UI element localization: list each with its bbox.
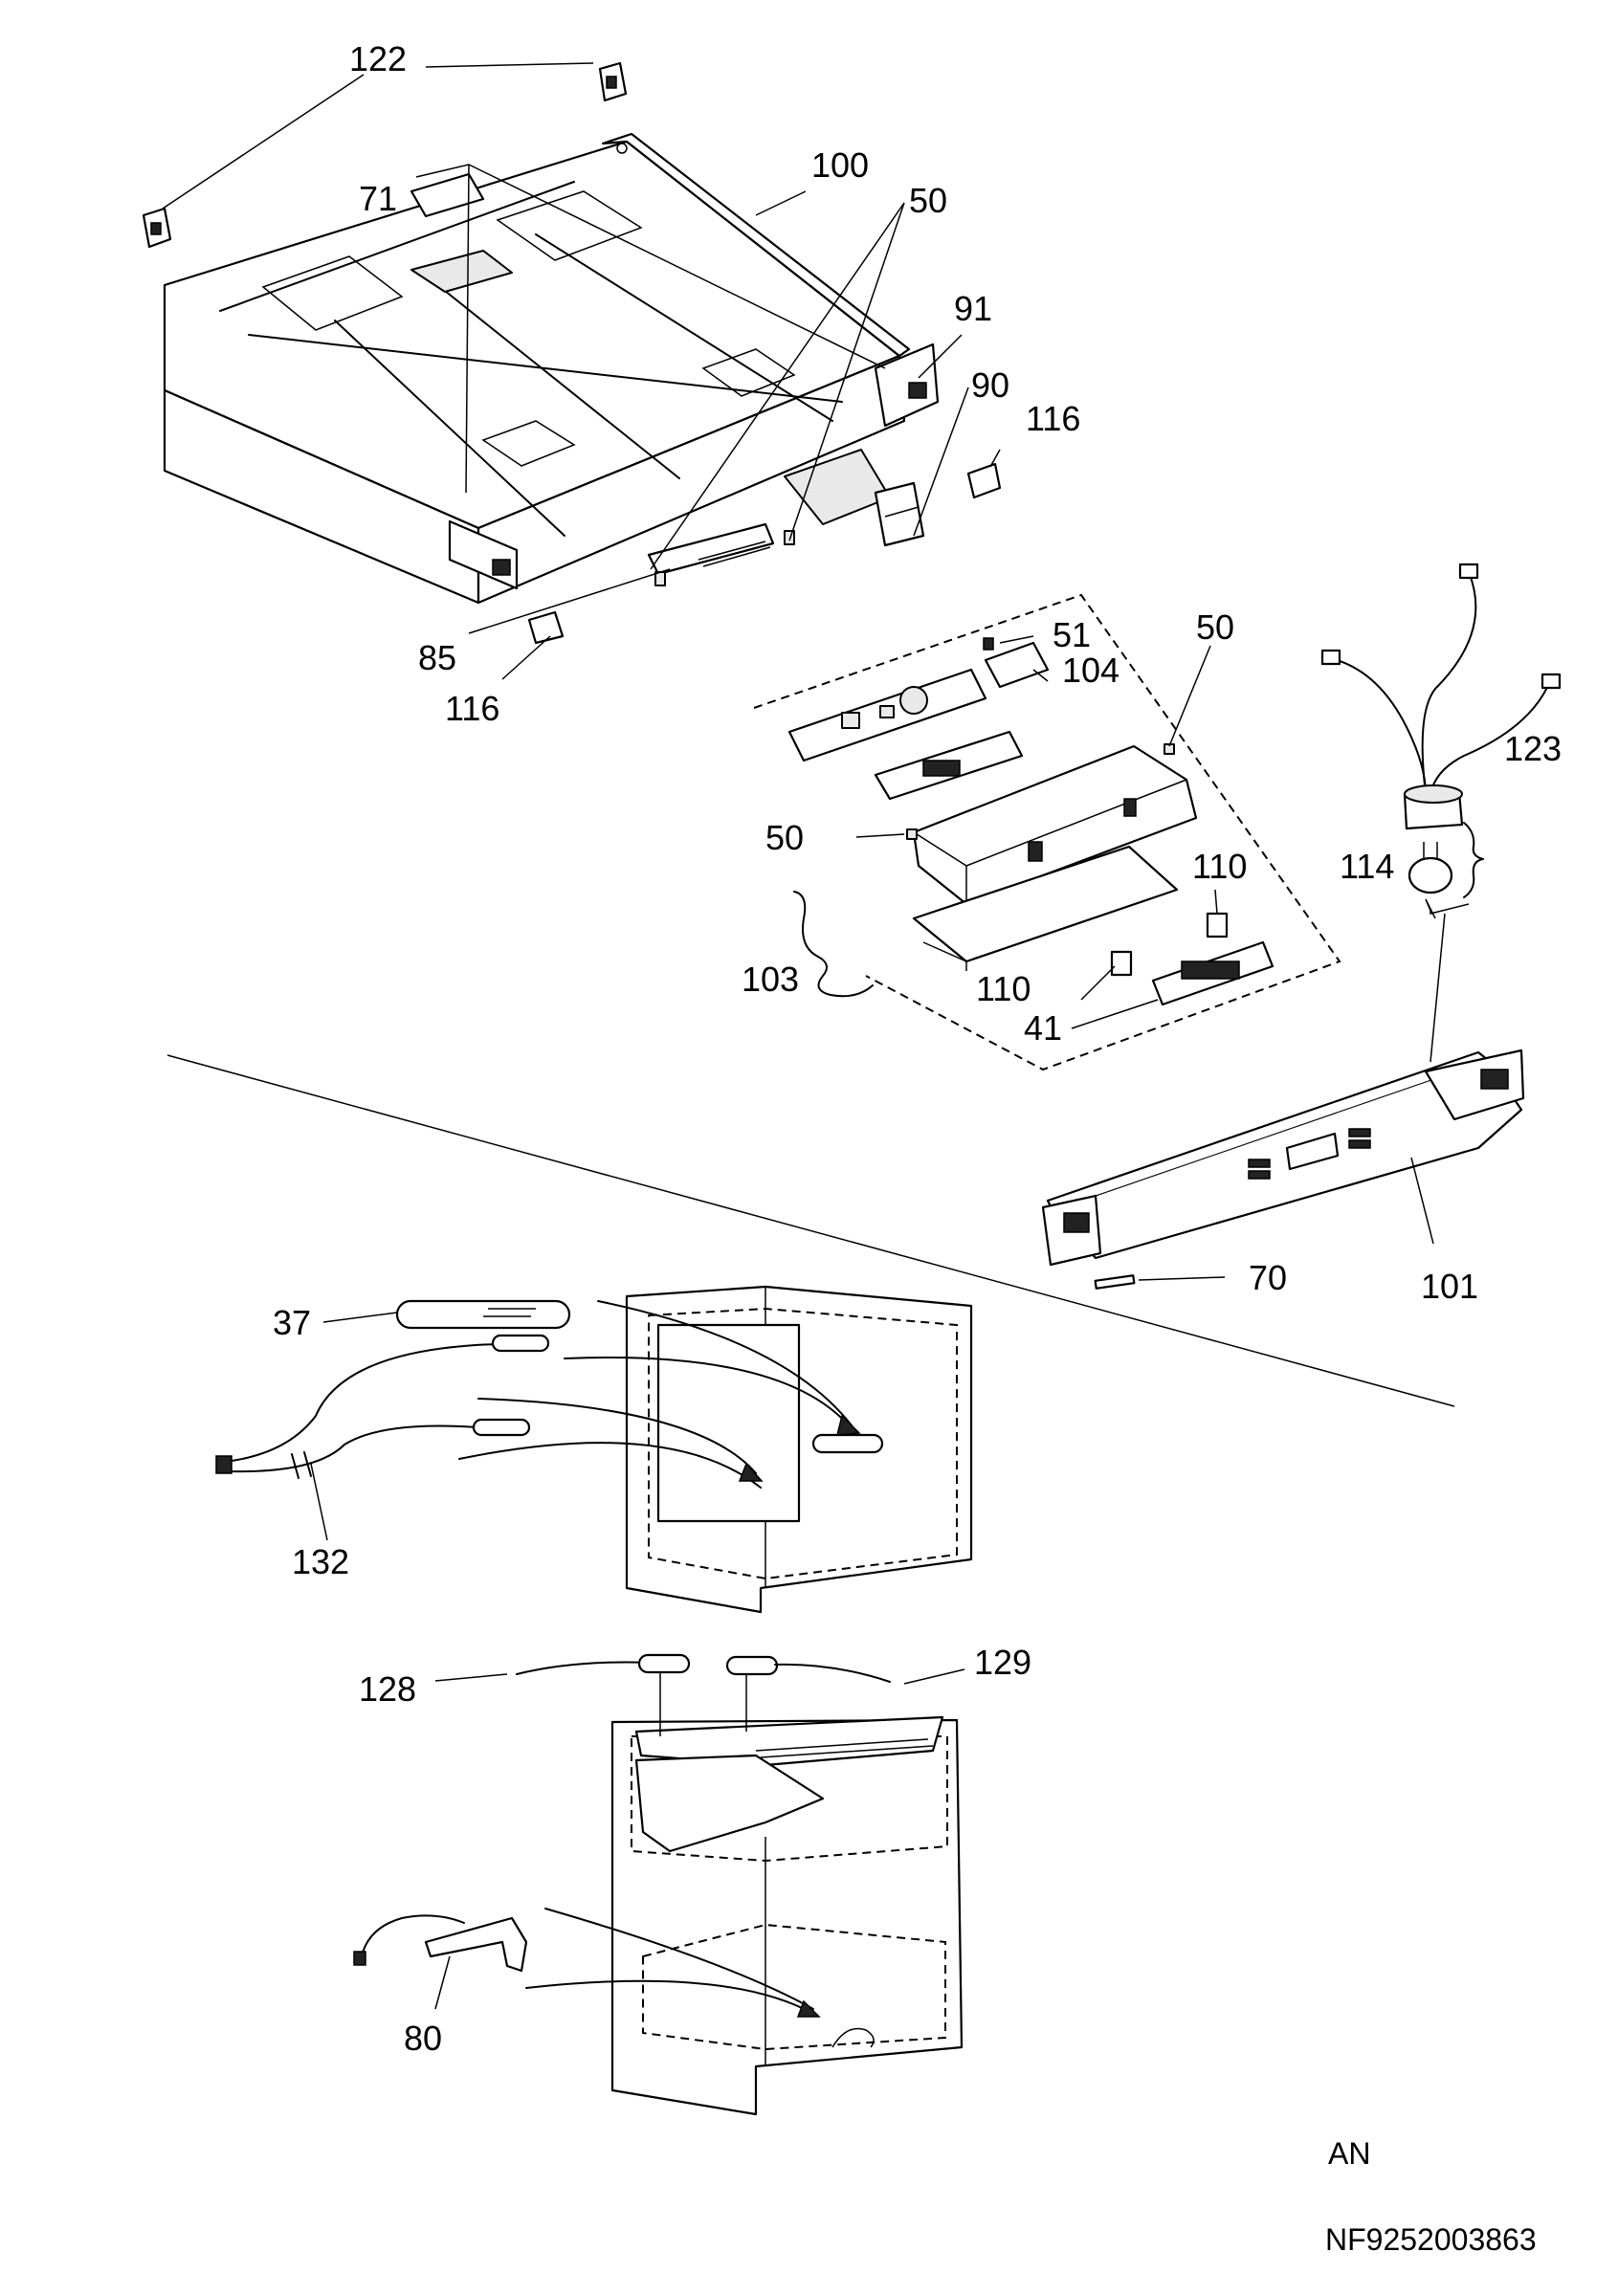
- control-panel-101: [1041, 1049, 1525, 1267]
- sensor-cover-37: [395, 1299, 571, 1330]
- label-100: 100: [811, 145, 869, 185]
- label-110-lower: 110: [976, 969, 1031, 1008]
- lamp-bulb-114: [1407, 842, 1453, 894]
- sensor-cover-37-installed: [811, 1433, 884, 1454]
- label-85: 85: [418, 638, 456, 677]
- trim-strip-70: [1094, 1274, 1136, 1290]
- label-71: 71: [359, 179, 397, 218]
- label-50-left: 50: [765, 818, 804, 857]
- sensor-cable-132: [215, 1334, 550, 1479]
- control-unit-group-103: [753, 593, 1341, 1071]
- label-116-left: 116: [445, 689, 499, 728]
- hinge-cover-122-right: [598, 61, 628, 102]
- variant-code: AN: [1328, 2136, 1370, 2171]
- label-129: 129: [974, 1643, 1031, 1682]
- probe-129: [725, 1655, 891, 1683]
- cabinet-upper: [625, 1285, 973, 1614]
- cover-plate-71: [410, 172, 485, 218]
- label-51: 51: [1053, 615, 1091, 654]
- thermostat-80: [353, 1914, 528, 1973]
- label-116-right: 116: [1026, 399, 1080, 438]
- label-122: 122: [349, 39, 407, 78]
- label-41: 41: [1024, 1008, 1062, 1048]
- label-101: 101: [1421, 1267, 1478, 1306]
- label-80: 80: [404, 2019, 442, 2058]
- label-114: 114: [1340, 847, 1394, 886]
- group-brace-123: [1463, 822, 1484, 898]
- connector-board-85: [647, 522, 775, 586]
- cabinet-lower: [610, 1715, 964, 2116]
- hinge-116-left: [527, 610, 565, 645]
- hinge-cover-122-left: [142, 207, 172, 249]
- top-cover-assembly: [163, 132, 940, 605]
- arrow-thermostat-2: [525, 1979, 814, 2015]
- arrow-sensor-cover: [597, 1300, 853, 1426]
- part-labels: 122 71 100 50 91 90 116 85 116 51 104 50…: [273, 39, 1562, 2058]
- arrow-thermostat-1: [544, 1908, 814, 2010]
- leader-lines: [162, 62, 1470, 2010]
- document-code: NF9252003863: [1325, 2222, 1537, 2257]
- hinge-116-right: [966, 462, 1002, 499]
- label-128: 128: [359, 1669, 416, 1709]
- label-123: 123: [1504, 729, 1562, 768]
- probe-128: [516, 1653, 691, 1675]
- label-132: 132: [292, 1542, 349, 1581]
- label-50-right: 50: [1196, 607, 1234, 647]
- label-37: 37: [273, 1303, 311, 1342]
- arrow-probe-2: [477, 1398, 757, 1474]
- label-103: 103: [742, 960, 799, 999]
- label-90: 90: [971, 365, 1009, 405]
- label-70: 70: [1249, 1258, 1287, 1297]
- label-50-top: 50: [909, 181, 947, 220]
- label-104: 104: [1062, 651, 1119, 690]
- transformer-90: [784, 449, 925, 547]
- lamp-harness-123: [1320, 563, 1562, 830]
- group-brace-103: [793, 891, 874, 998]
- arrow-probe-3: [458, 1442, 762, 1489]
- label-110-upper: 110: [1192, 847, 1247, 886]
- label-91: 91: [954, 289, 992, 328]
- section-divider: [166, 1054, 1455, 1407]
- arrow-probe-1: [564, 1357, 857, 1436]
